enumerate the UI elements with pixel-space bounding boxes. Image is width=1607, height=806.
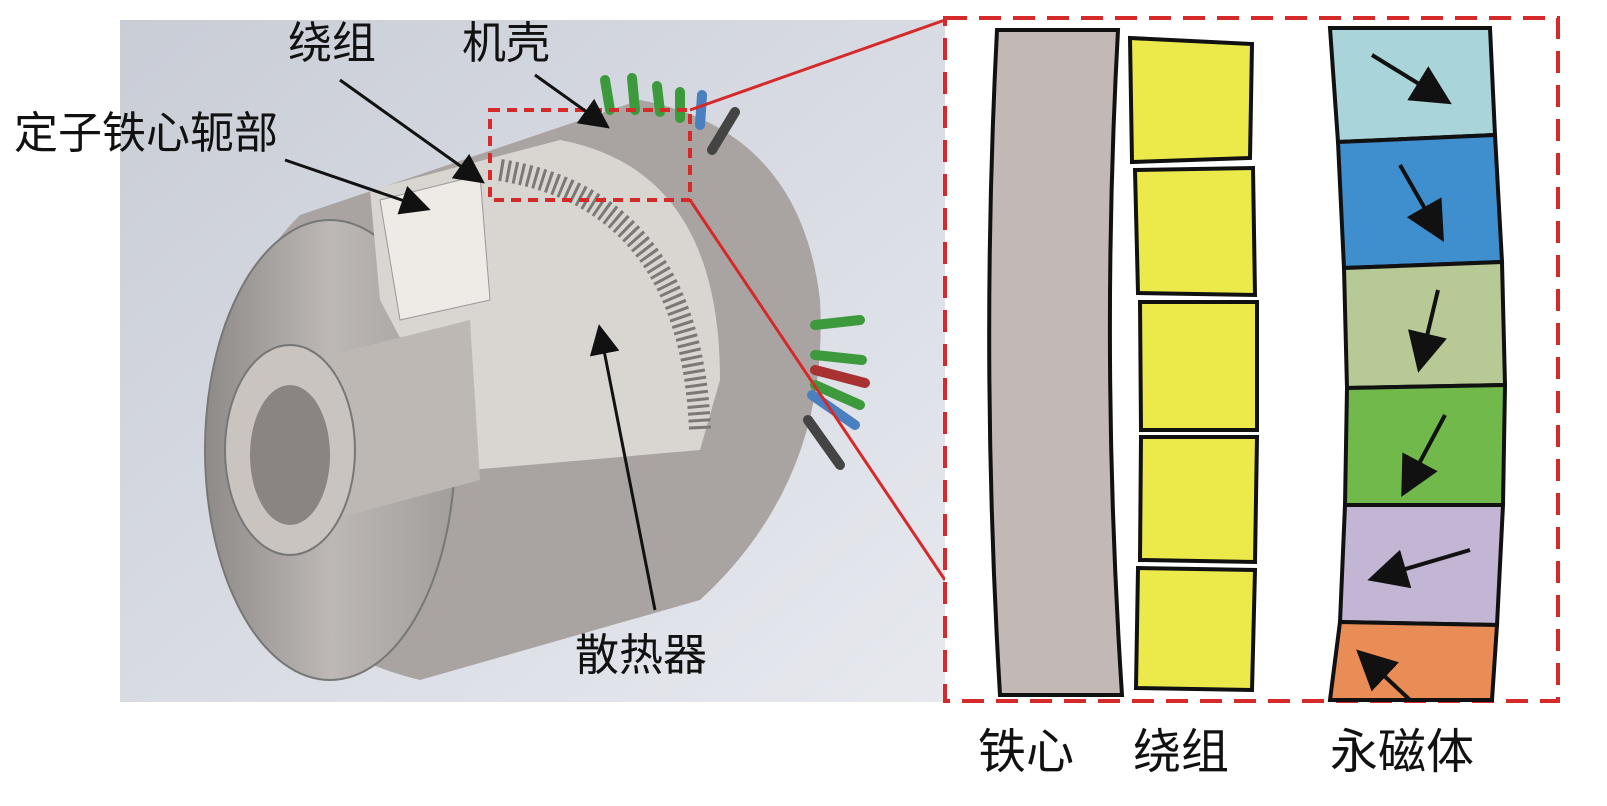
detail-panel — [943, 16, 1560, 703]
iron-core — [987, 28, 1125, 697]
label-winding-left: 绕组 — [288, 18, 376, 69]
winding-blocks — [1127, 35, 1260, 693]
label-stator-yoke: 定子铁心轭部 — [14, 108, 278, 159]
motor-render — [120, 18, 947, 702]
label-heatsink: 散热器 — [575, 630, 707, 681]
magnetization-arrows — [1356, 53, 1471, 702]
label-magnet: 永磁体 — [1330, 724, 1474, 780]
label-housing: 机壳 — [462, 18, 550, 69]
label-core: 铁心 — [978, 724, 1074, 780]
magnet-blocks — [1327, 26, 1508, 702]
label-winding-right: 绕组 — [1133, 724, 1229, 780]
